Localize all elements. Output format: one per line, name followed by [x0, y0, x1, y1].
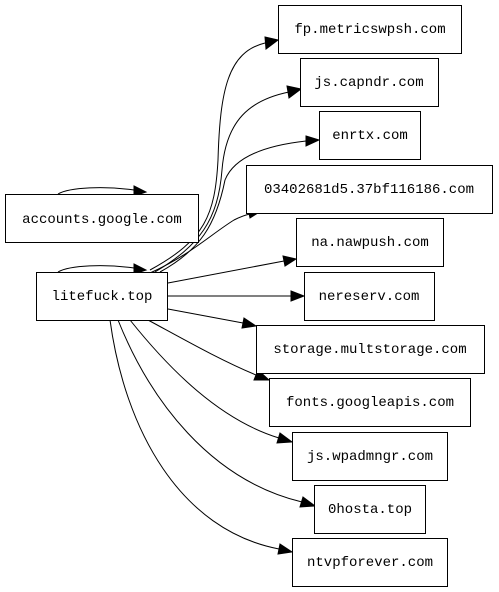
node-label: 03402681d5.37bf116186.com: [264, 182, 474, 198]
edge-litefuck-hex: [149, 213, 251, 274]
nodes: accounts.google.com litefuck.top fp.metr…: [5, 5, 493, 587]
edge-litefuck-nawpush: [167, 260, 285, 284]
arrowhead: [276, 432, 294, 444]
edge-accounts-self-loop: [57, 187, 135, 195]
node-nereserv[interactable]: nereserv.com: [304, 272, 435, 321]
node-label: js.capndr.com: [314, 75, 423, 91]
edges: [57, 36, 321, 555]
node-label: fonts.googleapis.com: [286, 395, 454, 411]
node-0hosta[interactable]: 0hosta.top: [314, 485, 426, 534]
node-na-nawpush[interactable]: na.nawpush.com: [296, 218, 444, 267]
edge-litefuck-capndr: [154, 91, 290, 273]
node-label: accounts.google.com: [22, 212, 182, 228]
node-js-wpadmngr[interactable]: js.wpadmngr.com: [292, 432, 448, 481]
node-label: ntvpforever.com: [307, 555, 433, 571]
arrowhead: [264, 36, 280, 50]
node-label: nereserv.com: [319, 289, 420, 305]
node-label: 0hosta.top: [328, 502, 412, 518]
edge-litefuck-ntvp: [109, 319, 280, 550]
node-ntvpforever[interactable]: ntvpforever.com: [292, 538, 448, 587]
arrowhead: [305, 135, 321, 147]
arrowhead: [290, 290, 306, 302]
arrowhead: [277, 543, 294, 555]
arrowhead: [241, 317, 258, 329]
node-accounts-google[interactable]: accounts.google.com: [5, 194, 199, 243]
node-storage-multstorage[interactable]: storage.multstorage.com: [256, 325, 485, 374]
arrowhead: [286, 85, 303, 99]
node-label: litefuck.top: [52, 289, 153, 305]
edge-litefuck-hosta: [117, 319, 303, 503]
node-label: js.wpadmngr.com: [307, 449, 433, 465]
node-label: enrtx.com: [332, 128, 408, 144]
arrowhead: [282, 255, 298, 267]
node-js-capndr[interactable]: js.capndr.com: [300, 58, 439, 107]
arrowhead: [299, 496, 317, 508]
edge-litefuck-self-loop: [57, 265, 135, 273]
edge-litefuck-fonts: [147, 319, 257, 376]
node-03402681d5[interactable]: 03402681d5.37bf116186.com: [246, 165, 493, 214]
node-enrtx[interactable]: enrtx.com: [319, 111, 421, 160]
node-fonts-googleapis[interactable]: fonts.googleapis.com: [269, 378, 471, 427]
node-label: na.nawpush.com: [311, 235, 429, 251]
node-fp-metricswpsh[interactable]: fp.metricswpsh.com: [278, 5, 462, 54]
edge-litefuck-storage: [167, 308, 244, 324]
edge-litefuck-wpadmngr: [129, 319, 280, 439]
node-label: fp.metricswpsh.com: [294, 22, 445, 38]
node-label: storage.multstorage.com: [273, 342, 466, 358]
node-litefuck[interactable]: litefuck.top: [36, 272, 168, 321]
